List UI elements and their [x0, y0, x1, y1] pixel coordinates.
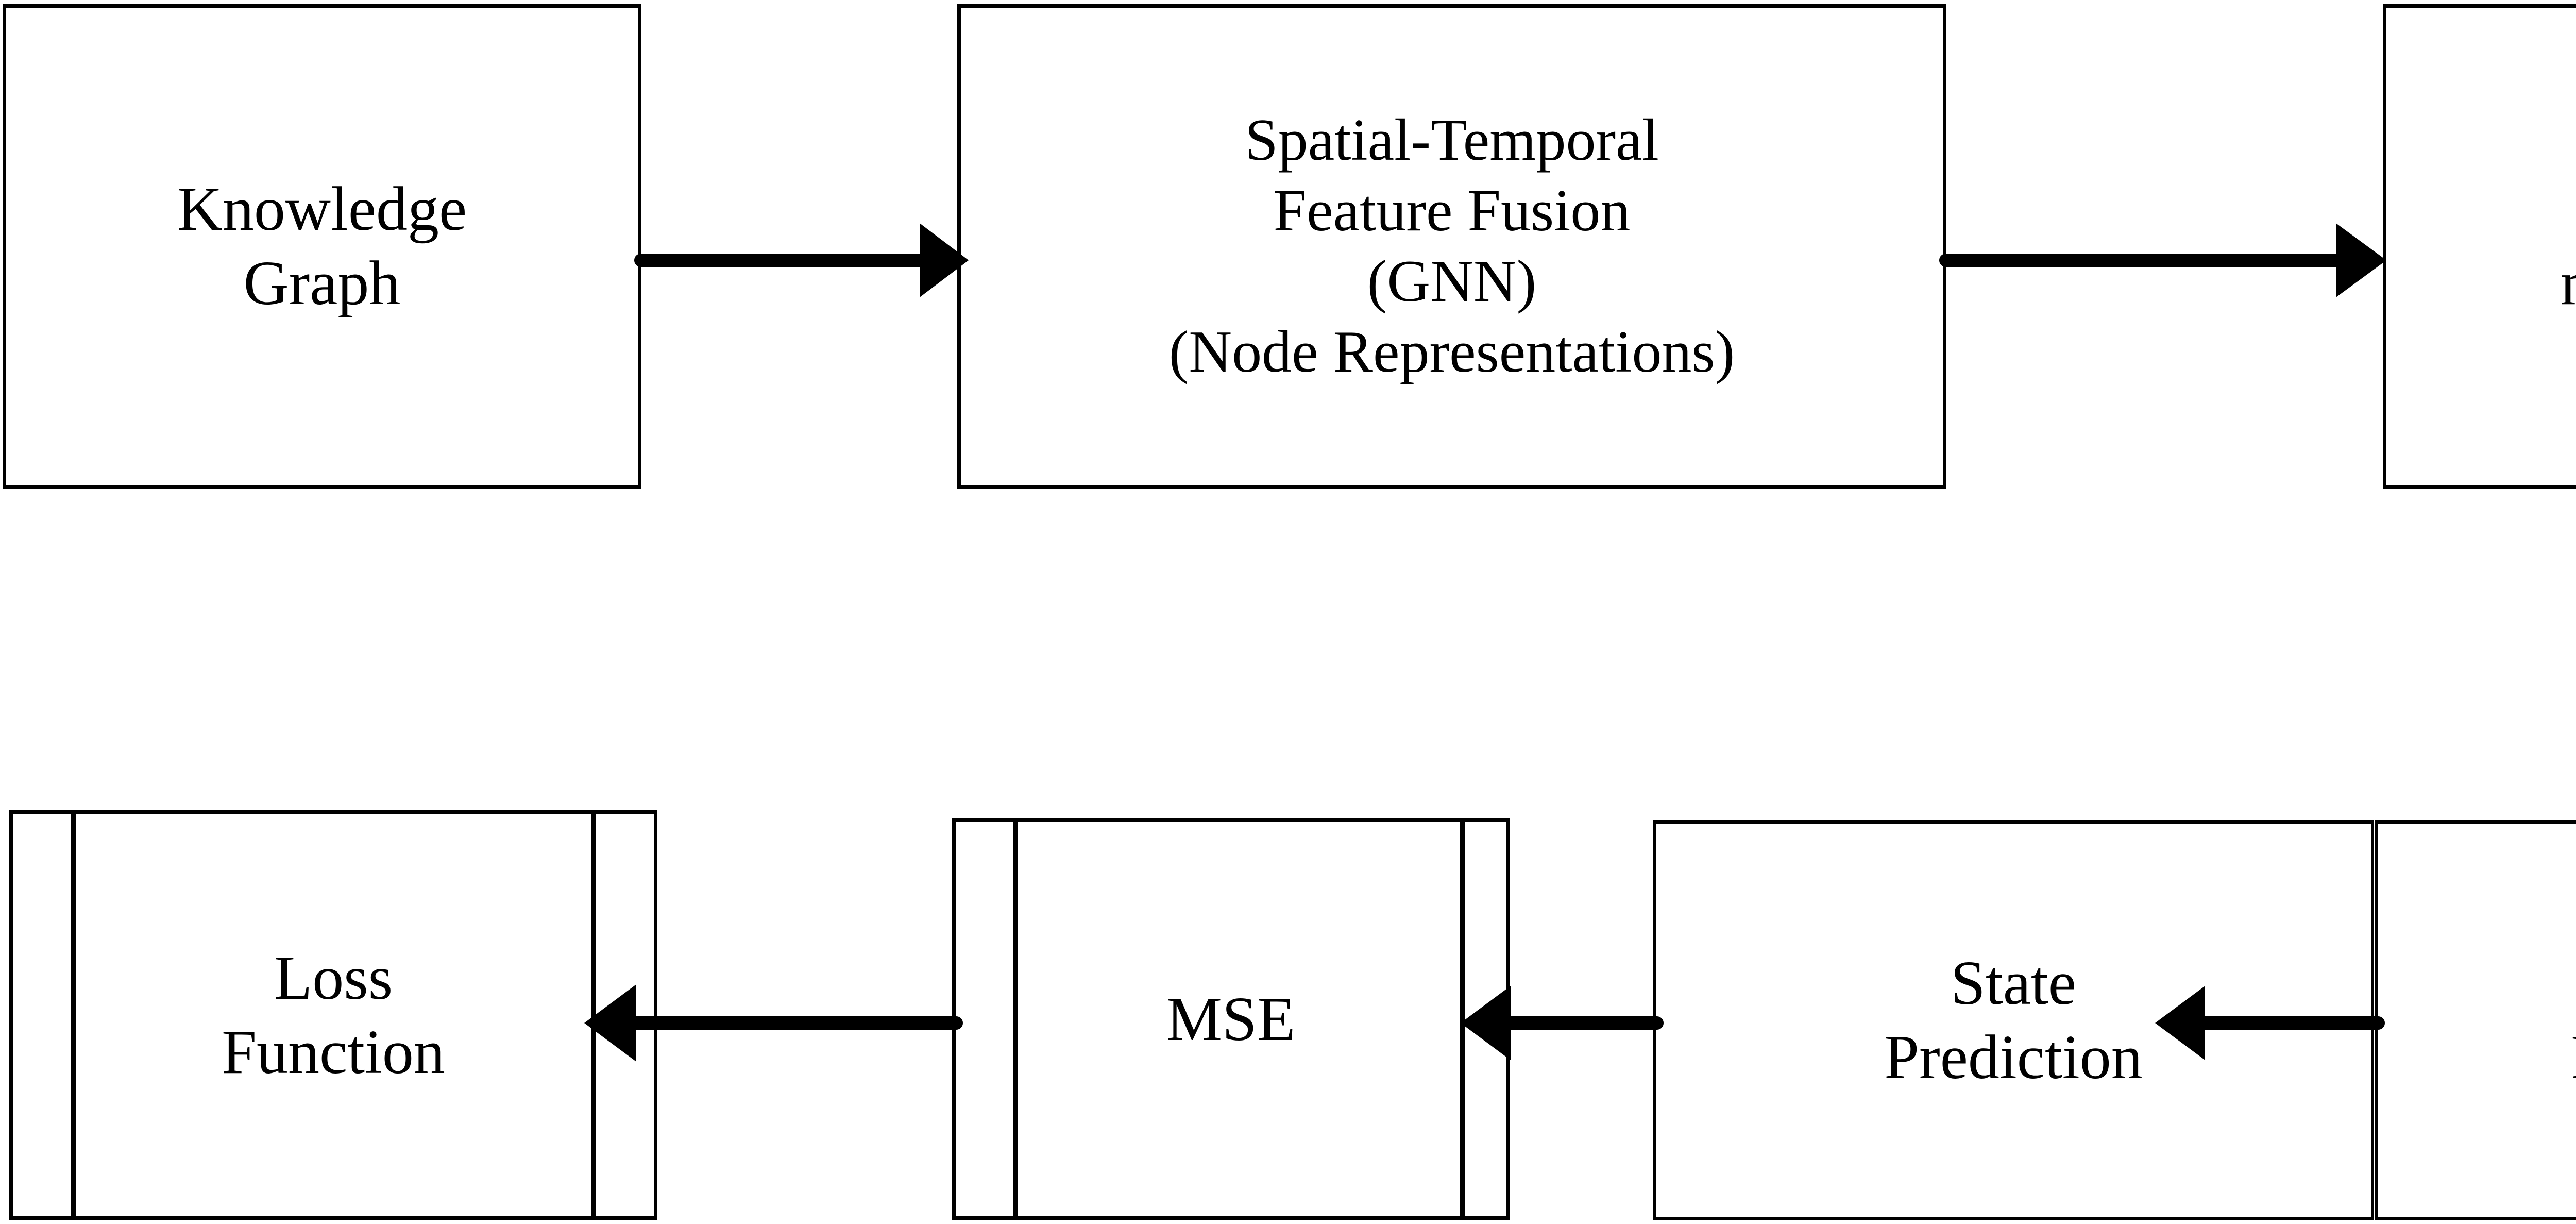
node-knowledge-graph-label: Knowledge Graph: [177, 174, 467, 318]
edge-kg-to-stff: [634, 206, 969, 314]
node-mse[interactable]: MSE: [952, 818, 1510, 1220]
node-lstm-prediction-label: LSTM Prediction: [2566, 946, 2576, 1095]
node-attention-mechanism-label: Attention mechanism: [2555, 172, 2576, 321]
edge-state-to-mse: [1458, 969, 1664, 1077]
node-spatial-temporal-feature-fusion[interactable]: Spatial-Temporal Feature Fusion (GNN) (N…: [957, 4, 1946, 489]
edge-mse-to-loss: [582, 969, 963, 1077]
node-loss-function[interactable]: Loss Function: [9, 810, 657, 1220]
mse-right-rail: [1460, 822, 1465, 1216]
node-loss-function-label: Loss Function: [222, 943, 445, 1087]
node-state-prediction-label: State Prediction: [1884, 948, 2143, 1092]
node-mse-label: MSE: [1166, 984, 1296, 1054]
node-spatial-temporal-feature-fusion-label: Spatial-Temporal Feature Fusion (GNN) (N…: [1168, 107, 1735, 385]
mse-left-rail: [1013, 822, 1018, 1216]
loss-function-right-rail: [591, 814, 596, 1216]
node-knowledge-graph[interactable]: Knowledge Graph: [3, 4, 641, 489]
edge-stff-to-attention: [1939, 206, 2386, 314]
node-attention-mechanism[interactable]: Attention mechanism: [2383, 4, 2576, 489]
node-lstm-prediction[interactable]: LSTM Prediction: [2375, 820, 2576, 1220]
loss-function-left-rail: [71, 814, 76, 1216]
edge-lstm-to-state: [2154, 969, 2385, 1077]
